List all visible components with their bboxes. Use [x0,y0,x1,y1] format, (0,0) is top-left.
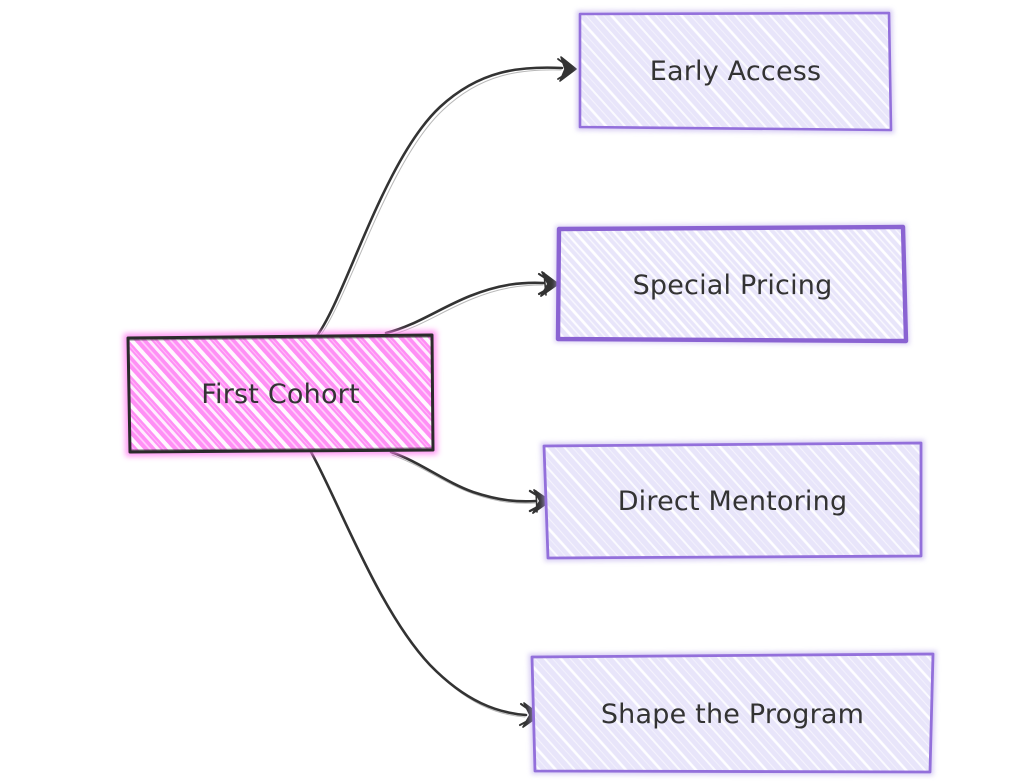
edge-first-cohort-to-direct-mentoring[interactable] [389,450,551,514]
node-early-access[interactable] [576,9,895,134]
edge-first-cohort-to-shape-the-program[interactable] [309,450,541,728]
node-first-cohort[interactable] [123,330,438,457]
node-hit-special-pricing[interactable] [558,227,906,341]
node-hit-first-cohort[interactable] [128,335,433,452]
node-hit-direct-mentoring[interactable] [544,443,921,558]
node-direct-mentoring[interactable] [540,439,925,562]
edge-first-cohort-to-early-access[interactable] [314,56,577,341]
node-hit-early-access[interactable] [580,13,891,130]
node-shape-the-program[interactable] [528,650,937,776]
edge-first-cohort-to-special-pricing[interactable] [384,271,559,337]
edge-layer [309,56,577,728]
node-special-pricing[interactable] [554,223,910,345]
node-hit-shape-the-program[interactable] [532,654,933,772]
